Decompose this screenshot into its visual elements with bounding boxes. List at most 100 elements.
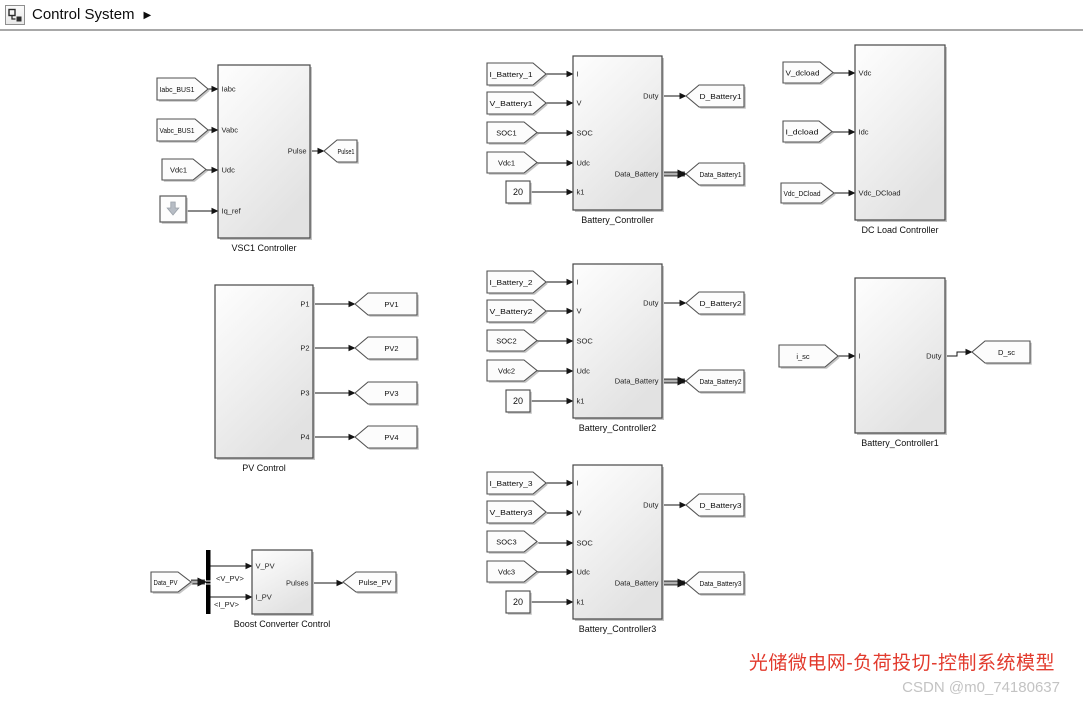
output-port-label: P2: [300, 344, 309, 353]
from-tag-vdc1[interactable]: [161, 158, 207, 181]
output-port-label: Data_Battery: [615, 170, 659, 179]
tag-label: PV4: [384, 433, 398, 442]
wire-arrowhead-icon: [677, 578, 687, 588]
block-caption: DC Load Controller: [861, 225, 938, 235]
goto-tag-pv1[interactable]: [354, 292, 418, 316]
model-title-text: 光储微电网-负荷投切-控制系统模型: [748, 653, 1055, 674]
from-tag-vdc3[interactable]: [486, 560, 538, 583]
input-port-label: Udc: [577, 568, 591, 577]
wire-arrowhead-icon: [211, 166, 219, 174]
constant-value: 20: [513, 187, 523, 197]
input-port-label: V: [577, 509, 582, 518]
from-tag-v-battery1[interactable]: [486, 91, 547, 115]
wire-arrowhead-icon: [348, 344, 356, 352]
wire-arrowhead-icon: [317, 147, 325, 155]
tag-label: D_sc: [998, 348, 1015, 357]
tag-label: D_Battery2: [700, 299, 742, 308]
from-tag-i-dcload[interactable]: [782, 120, 833, 143]
subsystem-navigate-icon[interactable]: [5, 4, 25, 25]
constant-block[interactable]: [505, 590, 531, 614]
from-tag-vdc-dcload[interactable]: [780, 182, 835, 204]
input-port-label: I: [859, 352, 861, 361]
subsystem-block-dc-load-controller[interactable]: [854, 44, 946, 221]
input-port-label: SOC: [577, 539, 594, 548]
subsystem-block-vsc1-controller[interactable]: [217, 64, 311, 239]
from-tag-soc2[interactable]: [486, 329, 538, 352]
input-port-label: k1: [577, 397, 585, 406]
goto-tag-d-battery3[interactable]: [685, 493, 745, 517]
constant-block[interactable]: [505, 180, 531, 204]
subsystem-block-boost-converter-control[interactable]: [251, 549, 313, 615]
input-port-label: SOC: [577, 337, 594, 346]
from-tag-data-pv[interactable]: [150, 571, 192, 593]
goto-tag-data-battery2[interactable]: [685, 369, 745, 393]
from-tag-v-battery2[interactable]: [486, 299, 547, 323]
goto-tag-pv2[interactable]: [354, 336, 418, 360]
tag-label: D_Battery1: [700, 92, 742, 101]
goto-tag-d-battery2[interactable]: [685, 291, 745, 315]
block-caption: Battery_Controller: [581, 215, 654, 225]
goto-tag-pv3[interactable]: [354, 381, 418, 405]
input-port-label: I_PV: [256, 593, 272, 602]
from-tag-iabc-bus1[interactable]: [156, 77, 209, 101]
wire-arrowhead-icon: [211, 207, 219, 215]
tag-label: i_sc: [796, 352, 810, 361]
breadcrumb-system-name[interactable]: Control System: [32, 6, 135, 23]
from-tag-vdc2[interactable]: [486, 359, 538, 382]
goto-tag-pulse-pv[interactable]: [342, 571, 397, 593]
output-port-label: Data_Battery: [615, 579, 659, 588]
input-port-label: SOC: [577, 129, 594, 138]
toolbar-separator: [0, 29, 1083, 31]
wire-arrowhead-icon: [566, 539, 574, 547]
from-tag-vdc1[interactable]: [486, 151, 538, 174]
output-port-label: Pulses: [286, 579, 309, 588]
constant-value: 20: [513, 396, 523, 406]
block-caption: Battery_Controller1: [861, 438, 939, 448]
goto-tag-data-battery1[interactable]: [685, 162, 745, 186]
from-tag-soc3[interactable]: [486, 530, 538, 553]
wire-arrowhead-icon: [197, 577, 207, 587]
constant-value: 20: [513, 597, 523, 607]
bus-selector-bar[interactable]: [206, 550, 211, 614]
goto-tag-pv4[interactable]: [354, 425, 418, 449]
input-port-label: I: [577, 70, 579, 79]
from-tag-i-battery-2[interactable]: [486, 270, 547, 294]
subsystem-block-battery-controller3[interactable]: [572, 464, 663, 620]
down-arrow-icon: [166, 201, 180, 216]
subsystem-block-battery-controller2[interactable]: [572, 263, 663, 419]
subsystem-block-pv-control[interactable]: [214, 284, 314, 459]
input-port-label: Iq_ref: [222, 207, 242, 216]
wire-arrowhead-icon: [566, 509, 574, 517]
from-tag-i-sc[interactable]: [778, 344, 839, 368]
tag-label: Vdc3: [498, 567, 515, 576]
tag-label: SOC3: [496, 537, 516, 546]
signal-wire[interactable]: [945, 351, 971, 357]
tag-label: Data_Battery2: [700, 377, 742, 386]
goto-tag-data-battery3[interactable]: [685, 571, 745, 595]
goto-tag-d-battery1[interactable]: [685, 84, 745, 108]
goto-tag-d-sc[interactable]: [971, 340, 1031, 364]
goto-tag-pulse1[interactable]: [323, 139, 358, 163]
output-port-label: Duty: [643, 299, 659, 308]
output-port-label: P3: [300, 389, 309, 398]
subsystem-block-battery-controller1[interactable]: [854, 277, 946, 434]
output-port-label: P4: [300, 433, 309, 442]
input-port-label: k1: [577, 188, 585, 197]
from-tag-i-battery-1[interactable]: [486, 62, 547, 86]
from-tag-vabc-bus1[interactable]: [156, 118, 209, 142]
from-tag-v-dcload[interactable]: [782, 61, 834, 84]
wire-arrowhead-icon: [677, 169, 687, 179]
from-tag-soc1[interactable]: [486, 121, 538, 144]
breadcrumb-chevron-icon[interactable]: ▶: [143, 9, 152, 21]
constant-block[interactable]: [505, 389, 531, 413]
wire-arrowhead-icon: [566, 367, 574, 375]
from-tag-i-battery-3[interactable]: [486, 471, 547, 495]
tag-label: Vdc_DCload: [784, 189, 821, 198]
wire-arrowhead-icon: [211, 85, 219, 93]
block-caption: VSC1 Controller: [231, 243, 296, 253]
csdn-watermark: CSDN @m0_74180637: [902, 679, 1060, 696]
from-tag-v-battery3[interactable]: [486, 500, 547, 524]
wire-arrowhead-icon: [245, 593, 253, 601]
subsystem-block-battery-controller[interactable]: [572, 55, 663, 211]
